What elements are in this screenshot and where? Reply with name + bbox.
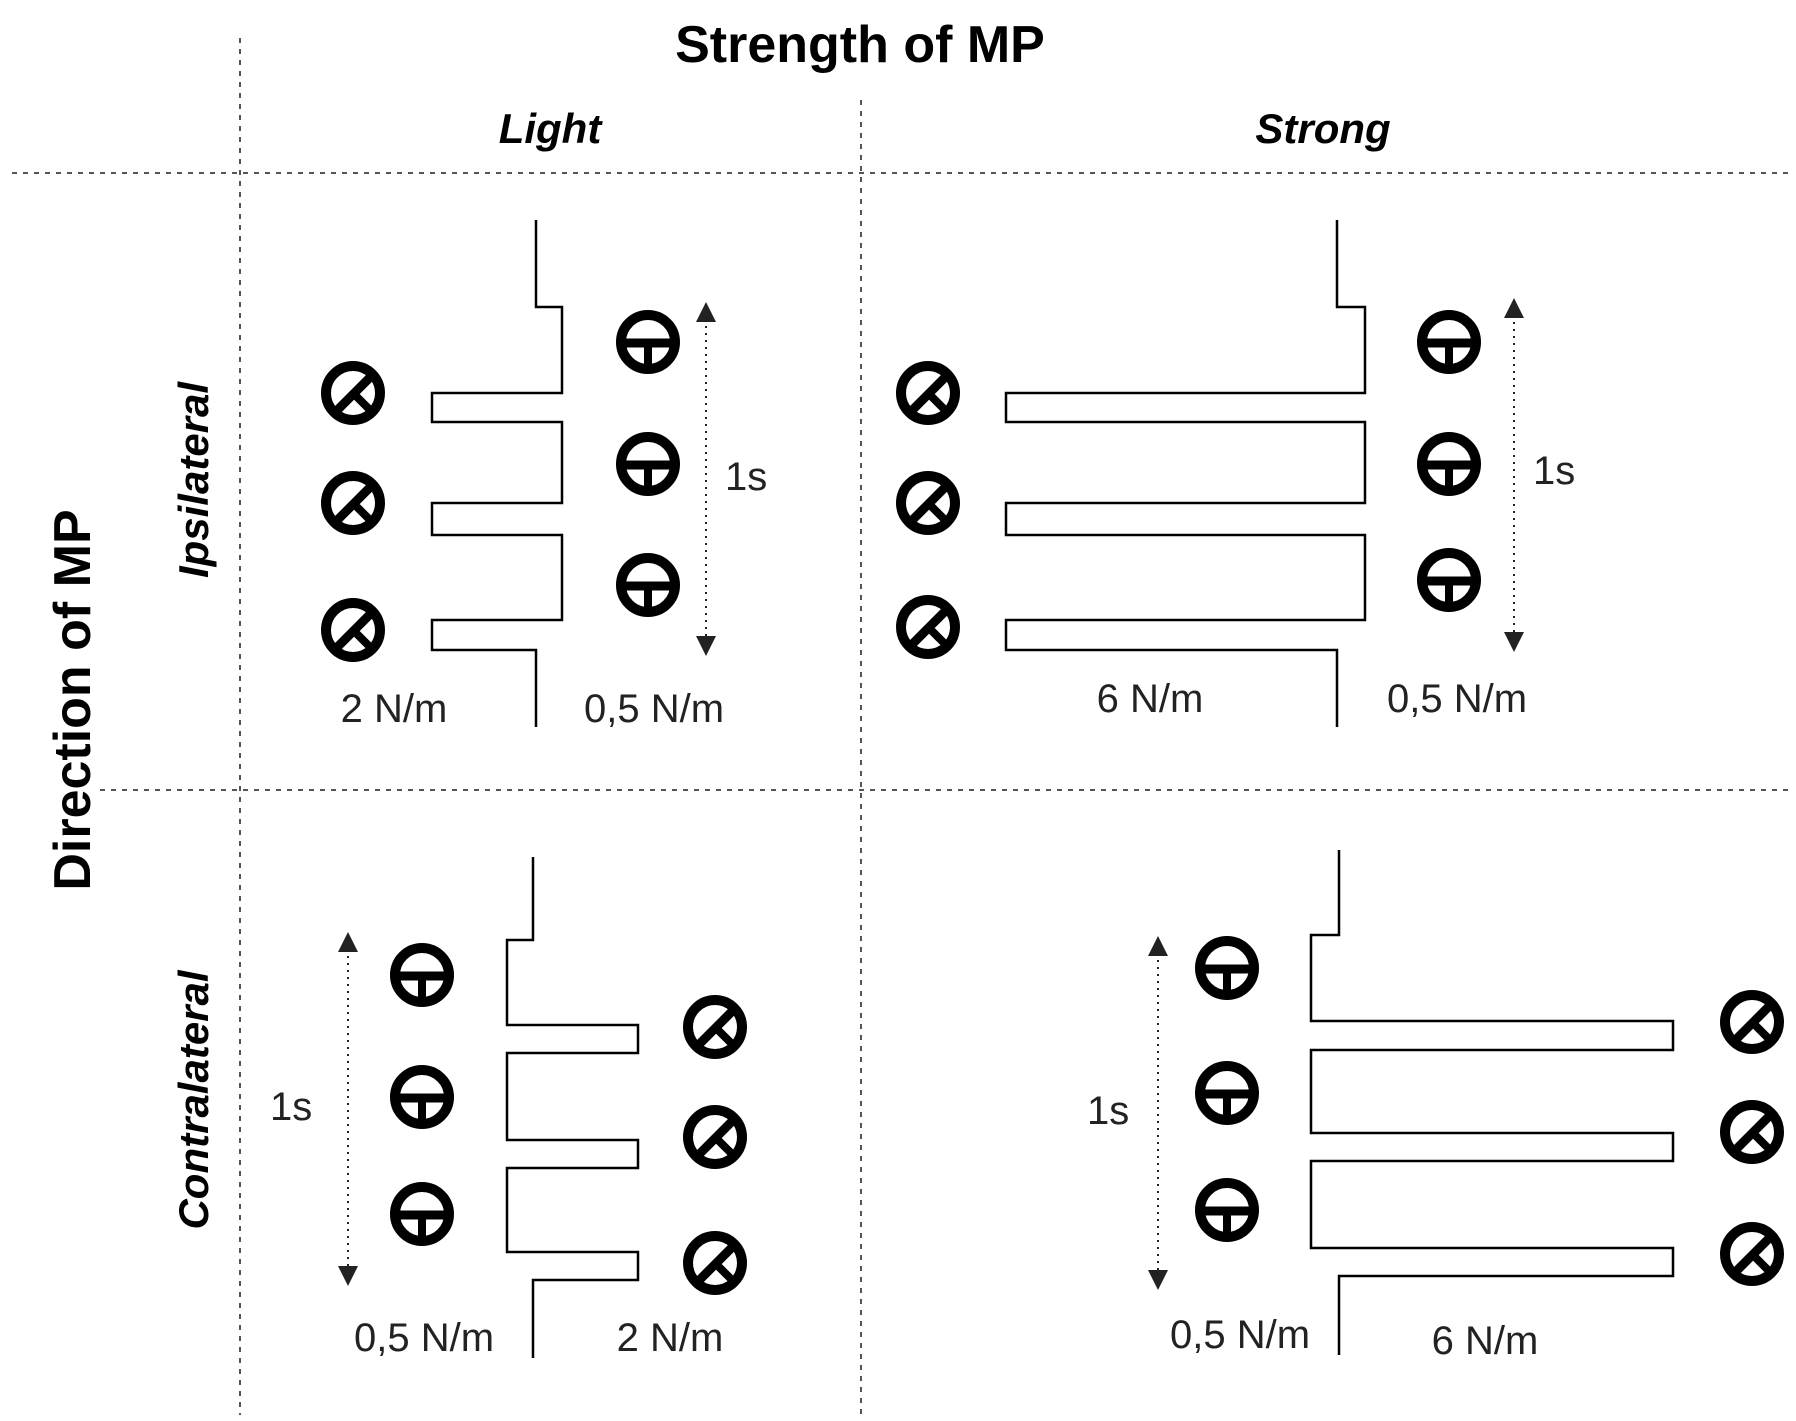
wheel-spokes — [906, 481, 951, 526]
torque-profile — [1004, 220, 1367, 727]
wheel-rim — [1720, 1100, 1784, 1164]
wheel-spokes — [1422, 338, 1476, 369]
column-heading-light: Light — [499, 105, 604, 152]
torque-profile — [430, 220, 564, 727]
wheel-rim — [896, 595, 960, 659]
steering-wheel-turned-icon — [1720, 990, 1784, 1054]
steering-wheel-straight-icon — [616, 310, 680, 374]
column-heading-strong: Strong — [1255, 105, 1390, 152]
wheel-spokes — [621, 581, 675, 612]
torque-profile — [1309, 850, 1675, 1355]
panel-contralateral-light: 1s 0,5 N/m 2 N/m — [270, 857, 747, 1360]
panel-contralateral-strong: 1s 0,5 N/m 6 N/m — [1087, 850, 1784, 1363]
wheel-spokes — [1200, 964, 1254, 995]
steering-wheel-turned-icon — [896, 595, 960, 659]
wheel-rim — [1720, 1222, 1784, 1286]
stiffness-label-right: 0,5 N/m — [1387, 677, 1527, 721]
wheel-spokes — [1200, 1089, 1254, 1120]
wheel-spokes — [693, 1005, 738, 1050]
wheel-spokes — [906, 605, 951, 650]
wheel-spokes — [1422, 576, 1476, 607]
stiffness-label-left: 0,5 N/m — [354, 1316, 494, 1360]
steering-wheel-straight-icon — [1195, 1178, 1259, 1242]
steering-wheel-turned-icon — [683, 1105, 747, 1169]
row-heading-ipsilateral: Ipsilateral — [170, 381, 217, 578]
steering-wheel-turned-icon — [896, 471, 960, 535]
row-axis-title: Direction of MP — [44, 509, 102, 890]
time-scale-label: 1s — [725, 455, 767, 499]
wheel-spokes — [906, 371, 951, 416]
steering-wheel-turned-icon — [1720, 1222, 1784, 1286]
time-scale-label: 1s — [1533, 449, 1575, 493]
wheel-spokes — [1730, 1232, 1775, 1277]
row-heading-contralateral: Contralateral — [170, 969, 217, 1229]
steering-wheel-turned-icon — [1720, 1100, 1784, 1164]
wheel-rim — [683, 995, 747, 1059]
steering-wheel-straight-icon — [390, 1065, 454, 1129]
wheel-spokes — [693, 1115, 738, 1160]
wheel-rim — [321, 361, 385, 425]
steering-wheel-straight-icon — [1417, 432, 1481, 496]
wheel-spokes — [621, 338, 675, 369]
stiffness-label-left: 0,5 N/m — [1170, 1313, 1310, 1357]
steering-wheel-straight-icon — [1417, 310, 1481, 374]
time-scale-label: 1s — [270, 1085, 312, 1129]
wheel-spokes — [395, 971, 449, 1002]
wheel-spokes — [621, 460, 675, 491]
stiffness-label-right: 6 N/m — [1432, 1319, 1539, 1363]
time-scale-label: 1s — [1087, 1089, 1129, 1133]
wheel-spokes — [395, 1093, 449, 1124]
wheel-rim — [896, 471, 960, 535]
steering-wheel-turned-icon — [683, 995, 747, 1059]
steering-wheel-straight-icon — [1195, 936, 1259, 1000]
diagram-title: Strength of MP — [675, 16, 1045, 74]
steering-wheel-turned-icon — [321, 598, 385, 662]
steering-wheel-turned-icon — [321, 471, 385, 535]
steering-wheel-straight-icon — [616, 432, 680, 496]
panel-ipsilateral-light: 1s 2 N/m 0,5 N/m — [321, 220, 767, 731]
steering-wheel-straight-icon — [616, 553, 680, 617]
wheel-spokes — [693, 1241, 738, 1286]
steering-wheel-straight-icon — [390, 1182, 454, 1246]
stiffness-label-left: 6 N/m — [1097, 677, 1204, 721]
wheel-spokes — [1200, 1206, 1254, 1237]
wheel-spokes — [331, 608, 376, 653]
wheel-rim — [683, 1105, 747, 1169]
wheel-spokes — [331, 371, 376, 416]
steering-wheel-straight-icon — [1417, 548, 1481, 612]
wheel-rim — [896, 361, 960, 425]
steering-wheel-turned-icon — [896, 361, 960, 425]
wheel-spokes — [1422, 460, 1476, 491]
wheel-spokes — [1730, 1110, 1775, 1155]
wheel-spokes — [1730, 1000, 1775, 1045]
wheel-spokes — [331, 481, 376, 526]
steering-wheel-straight-icon — [1195, 1061, 1259, 1125]
steering-wheel-straight-icon — [390, 943, 454, 1007]
wheel-rim — [321, 471, 385, 535]
wheel-rim — [683, 1231, 747, 1295]
wheel-rim — [1720, 990, 1784, 1054]
steering-wheel-turned-icon — [321, 361, 385, 425]
torque-profile — [505, 857, 640, 1358]
wheel-rim — [321, 598, 385, 662]
steering-wheel-turned-icon — [683, 1231, 747, 1295]
stiffness-label-left: 2 N/m — [341, 687, 448, 731]
wheel-spokes — [395, 1210, 449, 1241]
stiffness-label-right: 2 N/m — [617, 1316, 724, 1360]
stiffness-label-right: 0,5 N/m — [584, 687, 724, 731]
panel-ipsilateral-strong: 1s 6 N/m 0,5 N/m — [896, 220, 1575, 727]
